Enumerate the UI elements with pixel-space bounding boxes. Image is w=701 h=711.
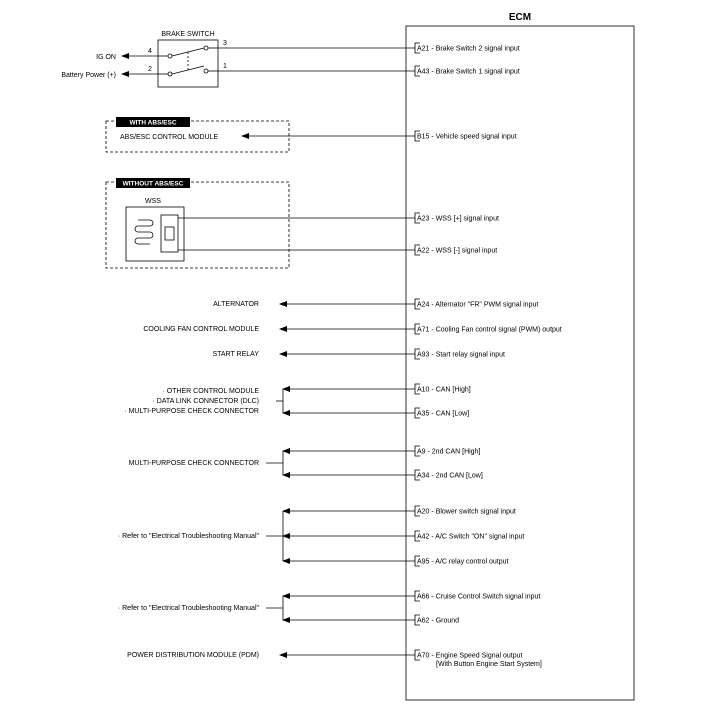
pin-description: - Brake Switch 1 signal input (429, 69, 519, 76)
pin-id: A34 (417, 473, 430, 480)
pin-id: A43 (417, 69, 430, 76)
pin-id: A62 (417, 618, 430, 625)
ecm-box (405, 25, 635, 701)
pin-description: - Blower switch signal input (429, 509, 515, 516)
pin-id: A35 (417, 411, 430, 418)
pin-id: A70 (417, 653, 430, 660)
pin-description: - A/C relay control output (429, 559, 508, 566)
pin-description: - Cooling Fan control signal (PWM) outpu… (429, 327, 561, 334)
pin-description: - WSS [-] signal input (429, 248, 497, 255)
pin-label-a23: A23 - WSS [+] signal input (417, 216, 499, 223)
pin-label-a70: A70 - Engine Speed Signal output (417, 653, 523, 660)
pin-2-label: 2 (148, 66, 152, 73)
start-relay-label: START RELAY (212, 351, 259, 358)
pin-label-a21: A21 - Brake Switch 2 signal input (417, 46, 520, 53)
pin-label-a9: A9 - 2nd CAN [High] (417, 449, 480, 456)
pin-description: - CAN [Low] (429, 411, 469, 418)
pdm-label: POWER DISTRIBUTION MODULE (PDM) (127, 652, 259, 659)
pin-id: A9 (417, 449, 426, 456)
pin-description: - Start relay signal input (429, 352, 505, 359)
pin-description: - Cruise Control Switch signal input (429, 594, 540, 601)
pin-description: - A/C Switch "ON" signal input (429, 534, 524, 541)
pin-label-a24: A24 - Alternator "FR" PWM signal input (417, 302, 538, 309)
pin-description: - Engine Speed Signal output (429, 653, 522, 660)
wss-outer-box (105, 181, 290, 269)
pin-id: A21 (417, 46, 430, 53)
cruise-bracket (266, 593, 415, 623)
pin-label-a22: A22 - WSS [-] signal input (417, 248, 497, 255)
mpcc-label: MULTI-PURPOSE CHECK CONNECTOR (129, 460, 259, 467)
pin-id: A95 (417, 559, 430, 566)
pin-label-a95: A95 - A/C relay control output (417, 559, 509, 566)
pin-label-b15: B15 - Vehicle speed signal input (417, 134, 517, 141)
refer-manual-label-2: · Refer to "Electrical Troubleshooting M… (118, 605, 260, 612)
pin-label-a43: A43 - Brake Switch 1 signal input (417, 69, 520, 76)
wss-label: WSS (145, 198, 161, 205)
pin-label-a42: A42 - A/C Switch "ON" signal input (417, 534, 524, 541)
brake-switch-contacts (158, 45, 218, 77)
pin-id: A66 (417, 594, 430, 601)
pin-label-a10: A10 - CAN [High] (417, 387, 471, 394)
pin-id: B15 (417, 134, 430, 141)
battery-label: Battery Power (+) (61, 72, 116, 79)
pin-id: A20 (417, 509, 430, 516)
can-label-mpcc: · MULTI-PURPOSE CHECK CONNECTOR (124, 408, 259, 415)
can-label-dlc: · DATA LINK CONNECTOR (DLC) (152, 398, 259, 405)
pin-id: A23 (417, 216, 430, 223)
abs-esc-box (105, 120, 290, 153)
pin-id: A42 (417, 534, 430, 541)
cooling-fan-label: COOLING FAN CONTROL MODULE (143, 326, 259, 333)
abs-esc-tag: WITH ABS/ESC (129, 120, 176, 127)
pin-label-a20: A20 - Blower switch signal input (417, 509, 516, 516)
pin-description: - Ground (429, 618, 459, 625)
pin-description: - Brake Switch 2 signal input (429, 46, 519, 53)
pin-label-a66: A66 - Cruise Control Switch signal input (417, 594, 540, 601)
pin-description: - CAN [High] (429, 387, 470, 394)
pin-description: - 2nd CAN [Low] (429, 473, 482, 480)
wss-tag: WITHOUT ABS/ESC (123, 181, 184, 188)
can2-bracket (266, 448, 415, 478)
pin-3-label: 3 (223, 40, 227, 47)
pin-id: A93 (417, 352, 430, 359)
brake-switch-box (157, 39, 219, 88)
can-label-other-module: · OTHER CONTROL MODULE (162, 388, 259, 395)
pin-id: A24 (417, 302, 430, 309)
refer-manual-label-1: · Refer to "Electrical Troubleshooting M… (118, 533, 260, 540)
pin-description: - WSS [+] signal input (429, 216, 499, 223)
pin-label-a34: A34 - 2nd CAN [Low] (417, 473, 483, 480)
pin-note: [With Button Engine Start System] (436, 661, 542, 668)
abs-esc-module-label: ABS/ESC CONTROL MODULE (120, 134, 218, 141)
brake-switch-title: BRAKE SWITCH (161, 31, 214, 38)
alternator-label: ALTERNATOR (213, 301, 259, 308)
pin-1-label: 1 (223, 63, 227, 70)
wss-sensor-icon (134, 214, 179, 253)
pin-description: - 2nd CAN [High] (426, 449, 481, 456)
ac-bracket (266, 508, 415, 564)
pin-label-a35: A35 - CAN [Low] (417, 411, 469, 418)
abs-esc-tag-bg (116, 117, 190, 127)
pin-label-a71: A71 - Cooling Fan control signal (PWM) o… (417, 327, 562, 334)
pin-label-a93: A93 - Start relay signal input (417, 352, 505, 359)
ig-on-label: IG ON (96, 54, 116, 61)
pin-id: A22 (417, 248, 430, 255)
can-bracket (276, 386, 415, 416)
wss-tag-bg (116, 178, 190, 188)
pin-description: - Vehicle speed signal input (429, 134, 516, 141)
pin-4-label: 4 (148, 48, 152, 55)
ecm-title: ECM (509, 12, 531, 23)
wss-sensor-box (125, 206, 185, 262)
pin-id: A10 (417, 387, 430, 394)
pin-id: A71 (417, 327, 430, 334)
pin-label-a62: A62 - Ground (417, 618, 459, 625)
pin-description: - Alternator "FR" PWM signal input (429, 302, 538, 309)
